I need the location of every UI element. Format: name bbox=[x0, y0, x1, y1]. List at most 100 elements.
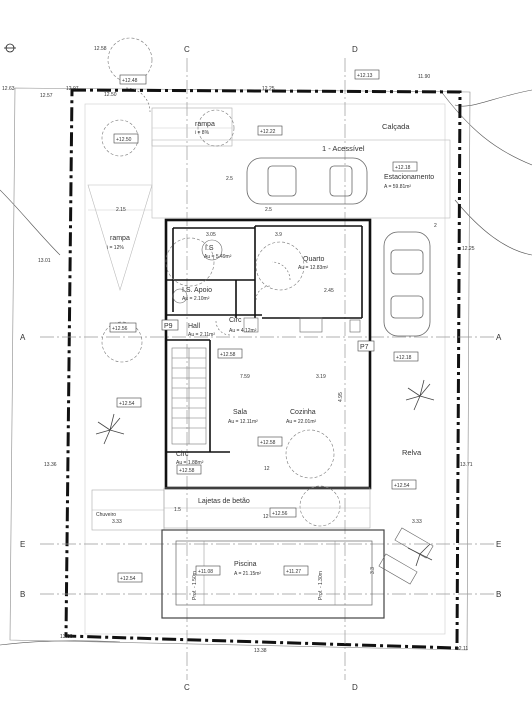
boundary-dimensions: 12.63 12.57 12.97 12.58 12.50 12.25 11.9… bbox=[2, 46, 475, 654]
sun-loungers bbox=[378, 527, 434, 585]
dim-1257: 12.57 bbox=[40, 93, 53, 99]
label-acessivel: 1 - Acessível bbox=[322, 144, 365, 153]
label-piscina: Piscina bbox=[234, 561, 257, 568]
label-cozinha-area: Au = 22.01m² bbox=[286, 419, 316, 425]
label-apoio: I.S. Apoio bbox=[182, 287, 212, 294]
label-sala-area: Au = 12.11m² bbox=[228, 419, 258, 425]
level-tag: +12.56 bbox=[272, 511, 288, 517]
label-rampa-left-i: i = 12% bbox=[107, 245, 124, 251]
label-hall-area: Au = 2.11m² bbox=[188, 332, 215, 338]
north-arrow-icon bbox=[4, 43, 16, 53]
label-apoio-area: Au = 2.10m² bbox=[182, 296, 210, 302]
measure: 2.45 bbox=[324, 288, 334, 294]
dim-1301: 13.01 bbox=[38, 258, 51, 264]
label-p9: P9 bbox=[164, 323, 173, 330]
label-quarto: Quarto bbox=[303, 256, 325, 263]
section-markers: C D A A E E B B C D bbox=[20, 45, 502, 692]
level-tag: +12.50 bbox=[116, 137, 132, 143]
measure: 12 bbox=[264, 466, 270, 472]
dim-1225-right: 12.25 bbox=[462, 246, 475, 252]
measure: 3.05 bbox=[206, 232, 216, 238]
dim-1190: 11.90 bbox=[418, 74, 430, 80]
label-lajetas: Lajetas de betão bbox=[198, 498, 250, 505]
level-tag: +12.13 bbox=[357, 73, 373, 79]
dim-1336: 13.36 bbox=[44, 462, 57, 468]
dim-1250: 12.50 bbox=[104, 92, 117, 98]
measure: 4.95 bbox=[338, 392, 344, 402]
terrain-contours bbox=[0, 89, 532, 646]
measure: 1.5 bbox=[174, 507, 181, 513]
section-lines bbox=[40, 58, 495, 680]
label-piscina-area: A = 21.15m² bbox=[234, 571, 261, 577]
section-mark-e-left: E bbox=[20, 540, 25, 549]
section-mark-b-left: B bbox=[20, 590, 25, 599]
dim-1225-top: 12.25 bbox=[262, 86, 275, 92]
stairs bbox=[171, 347, 207, 445]
section-mark-c-bottom: C bbox=[184, 683, 190, 692]
section-mark-d-bottom: D bbox=[352, 683, 358, 692]
label-is: I.S bbox=[205, 245, 214, 252]
section-mark-a-right: A bbox=[496, 333, 502, 342]
room-labels: Calçada 1 - Acessível Estacionamento A =… bbox=[96, 121, 434, 600]
measure: 3.3 bbox=[370, 567, 376, 574]
measure-labels: 2.5 2.15 2.5 2 3.05 3.9 2.45 7.59 3.19 4… bbox=[112, 176, 437, 574]
measure: 2.5 bbox=[265, 207, 272, 213]
label-hall: Hall bbox=[188, 323, 201, 330]
dim-1360: 13.60 bbox=[60, 634, 73, 640]
plant-icons bbox=[95, 379, 435, 567]
dim-1371: 13.71 bbox=[460, 462, 473, 468]
label-prof2: Prof. - 1.30m bbox=[318, 571, 324, 600]
fixtures bbox=[172, 239, 361, 333]
label-calcada: Calçada bbox=[382, 122, 410, 131]
ramp-left bbox=[87, 184, 153, 292]
tree-outlines bbox=[101, 37, 341, 527]
door-swings bbox=[125, 87, 291, 336]
dim-1258-top: 12.58 bbox=[94, 46, 107, 52]
level-tag: +12.54 bbox=[120, 576, 136, 582]
parking-area bbox=[151, 139, 451, 219]
label-circ2-area: Au = 1.88m² bbox=[176, 460, 204, 466]
measure: 2.5 bbox=[226, 176, 233, 182]
label-quarto-area: Au = 12.83m² bbox=[298, 265, 328, 271]
label-est-area: A = 59.81m² bbox=[384, 184, 411, 190]
house-walls bbox=[164, 218, 372, 490]
section-mark-c-top: C bbox=[184, 45, 190, 54]
dim-1211: 12.11 bbox=[456, 646, 468, 652]
dim-1297: 12.97 bbox=[66, 86, 79, 92]
section-mark-e-right: E bbox=[496, 540, 501, 549]
measure: 12 bbox=[263, 514, 269, 520]
car-icon bbox=[246, 157, 368, 205]
measure: 3.33 bbox=[112, 519, 122, 525]
measure: 7.59 bbox=[240, 374, 250, 380]
level-tags: +12.48 +12.13 +12.22 +12.50 +12.18 +12.5… bbox=[109, 69, 419, 583]
level-tag: +11.27 bbox=[286, 569, 301, 575]
measure: 3.9 bbox=[275, 232, 282, 238]
label-cozinha: Cozinha bbox=[290, 409, 316, 416]
property-boundary bbox=[64, 88, 462, 650]
measure: 3.33 bbox=[412, 519, 422, 525]
level-tag: +12.58 bbox=[179, 468, 195, 474]
level-tag: +12.58 bbox=[220, 352, 236, 358]
level-tag: +12.54 bbox=[394, 483, 410, 489]
label-is-area: Au = 5.49m² bbox=[204, 254, 232, 260]
section-mark-b-right: B bbox=[496, 590, 501, 599]
label-estacionamento: Estacionamento bbox=[384, 174, 434, 181]
car-icon bbox=[383, 231, 431, 337]
label-circ1: Circ bbox=[229, 317, 242, 324]
label-prof1: Prof. - 1.50m bbox=[192, 571, 198, 600]
label-rampa-top-i: i = 8% bbox=[195, 130, 210, 136]
label-p7: P7 bbox=[360, 344, 369, 351]
measure: 2.15 bbox=[116, 207, 126, 213]
label-circ1-area: Au = 4.12m² bbox=[229, 328, 257, 334]
label-relva: Relva bbox=[402, 448, 422, 457]
pool-outer bbox=[161, 529, 385, 619]
label-circ2: Circ bbox=[176, 451, 189, 458]
level-tag: +12.48 bbox=[122, 78, 138, 84]
label-rampa-top: rampa bbox=[195, 121, 215, 128]
level-tag: +12.56 bbox=[112, 326, 128, 332]
pool-inner bbox=[175, 540, 373, 606]
label-chuveiro: Chuveiro bbox=[96, 512, 116, 518]
label-rampa-left: rampa bbox=[110, 235, 130, 242]
measure: 3.19 bbox=[316, 374, 326, 380]
